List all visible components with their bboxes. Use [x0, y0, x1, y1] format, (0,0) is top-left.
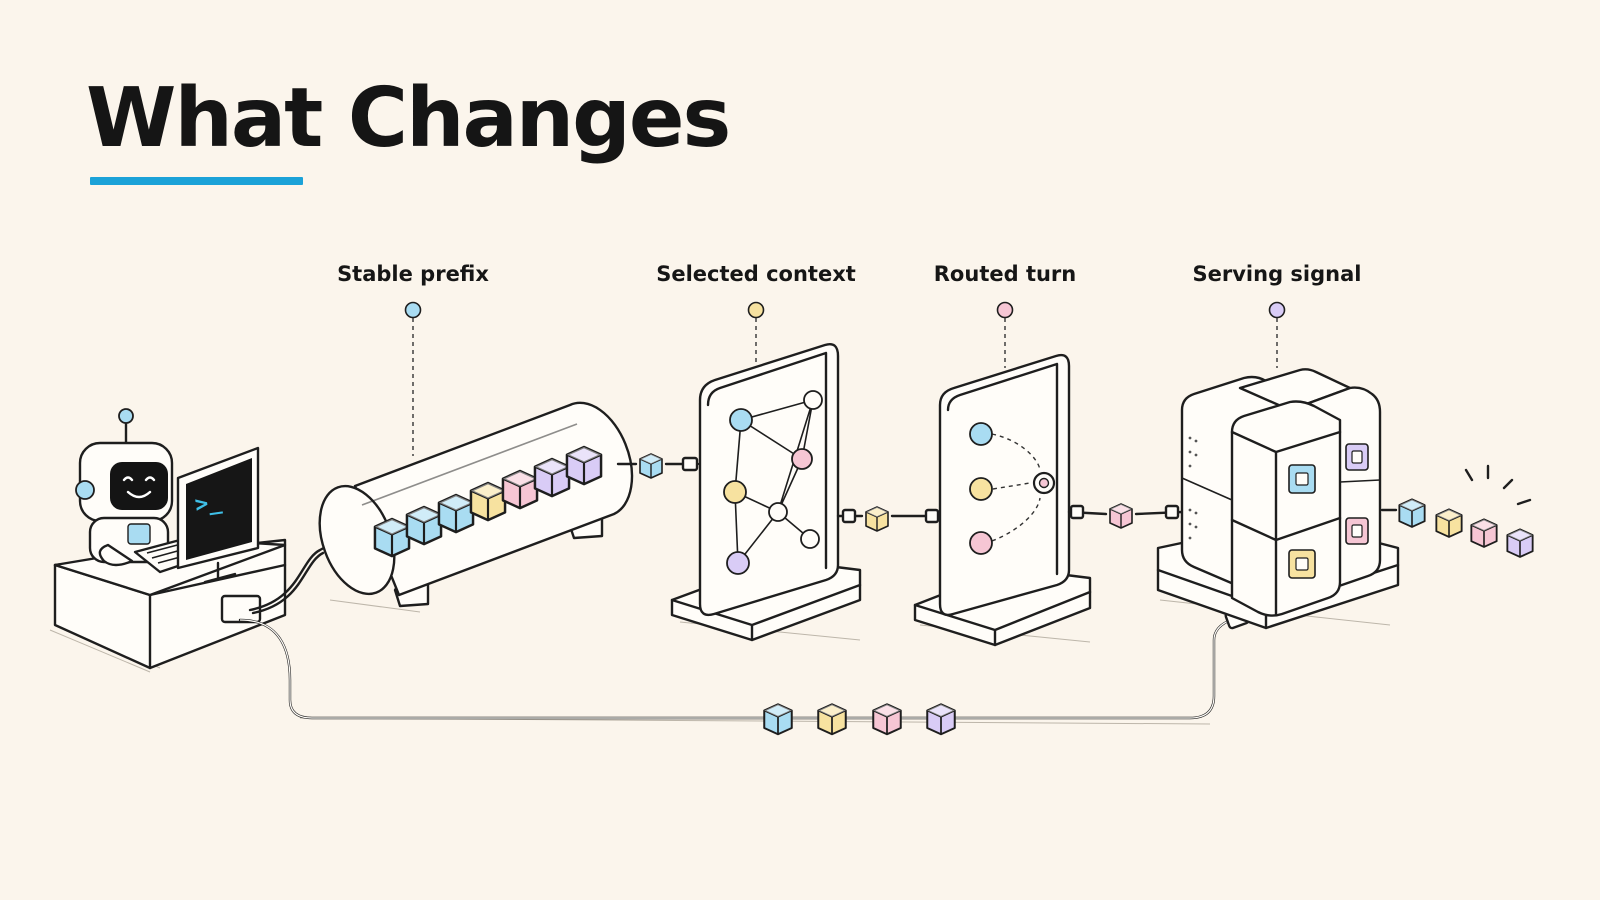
cube-stack-icon: [1156, 368, 1400, 630]
marker-dot-selected-context: [747, 301, 765, 319]
marker-dot-stable-prefix: [404, 301, 422, 319]
data-block-icon: [533, 457, 571, 498]
stage-label-serving-signal: Serving signal: [1192, 262, 1362, 286]
return-cable-blocks: [763, 703, 956, 736]
router-panel-icon: [913, 353, 1092, 647]
link-block-3: [1109, 503, 1133, 529]
data-block-icon: [872, 703, 902, 736]
data-block-icon: [469, 481, 507, 522]
data-block-icon: [437, 493, 475, 534]
link-block-1: [639, 453, 663, 479]
stage-markers: [404, 301, 1286, 456]
data-block-icon: [1506, 528, 1534, 558]
robot-icon: [75, 408, 174, 567]
stage-label-stable-prefix: Stable prefix: [337, 262, 489, 286]
data-block-icon: [405, 505, 443, 546]
graph-panel-icon: [670, 342, 862, 642]
page-title: What Changes: [86, 71, 731, 166]
stage-label-routed-turn: Routed turn: [933, 262, 1077, 286]
data-block-icon: [1435, 508, 1463, 538]
context-graph: [723, 390, 823, 575]
robot-desk: [53, 538, 287, 670]
stage-label-selected-context: Selected context: [656, 262, 856, 286]
data-block-icon: [1470, 518, 1498, 548]
marker-dot-serving-signal: [1268, 301, 1286, 319]
data-block-icon: [501, 469, 539, 510]
terminal-icon: >_: [176, 446, 260, 584]
cable-desk-to-cylinder: [248, 538, 340, 612]
title-underline: [90, 177, 303, 185]
data-block-icon: [926, 703, 956, 736]
data-block-icon: [565, 445, 603, 486]
data-block-icon: [373, 517, 411, 558]
signal-sparkle: [1464, 464, 1532, 506]
data-block-icon: [1398, 498, 1426, 528]
data-block-icon: [817, 703, 847, 736]
marker-dot-routed-turn: [996, 301, 1014, 319]
routing-nodes: [969, 422, 1056, 555]
terminal-prompt: >_: [193, 489, 223, 518]
link-block-2: [865, 506, 889, 532]
data-block-icon: [763, 703, 793, 736]
desk-port: [220, 594, 262, 624]
output-blocks: [1398, 498, 1534, 558]
